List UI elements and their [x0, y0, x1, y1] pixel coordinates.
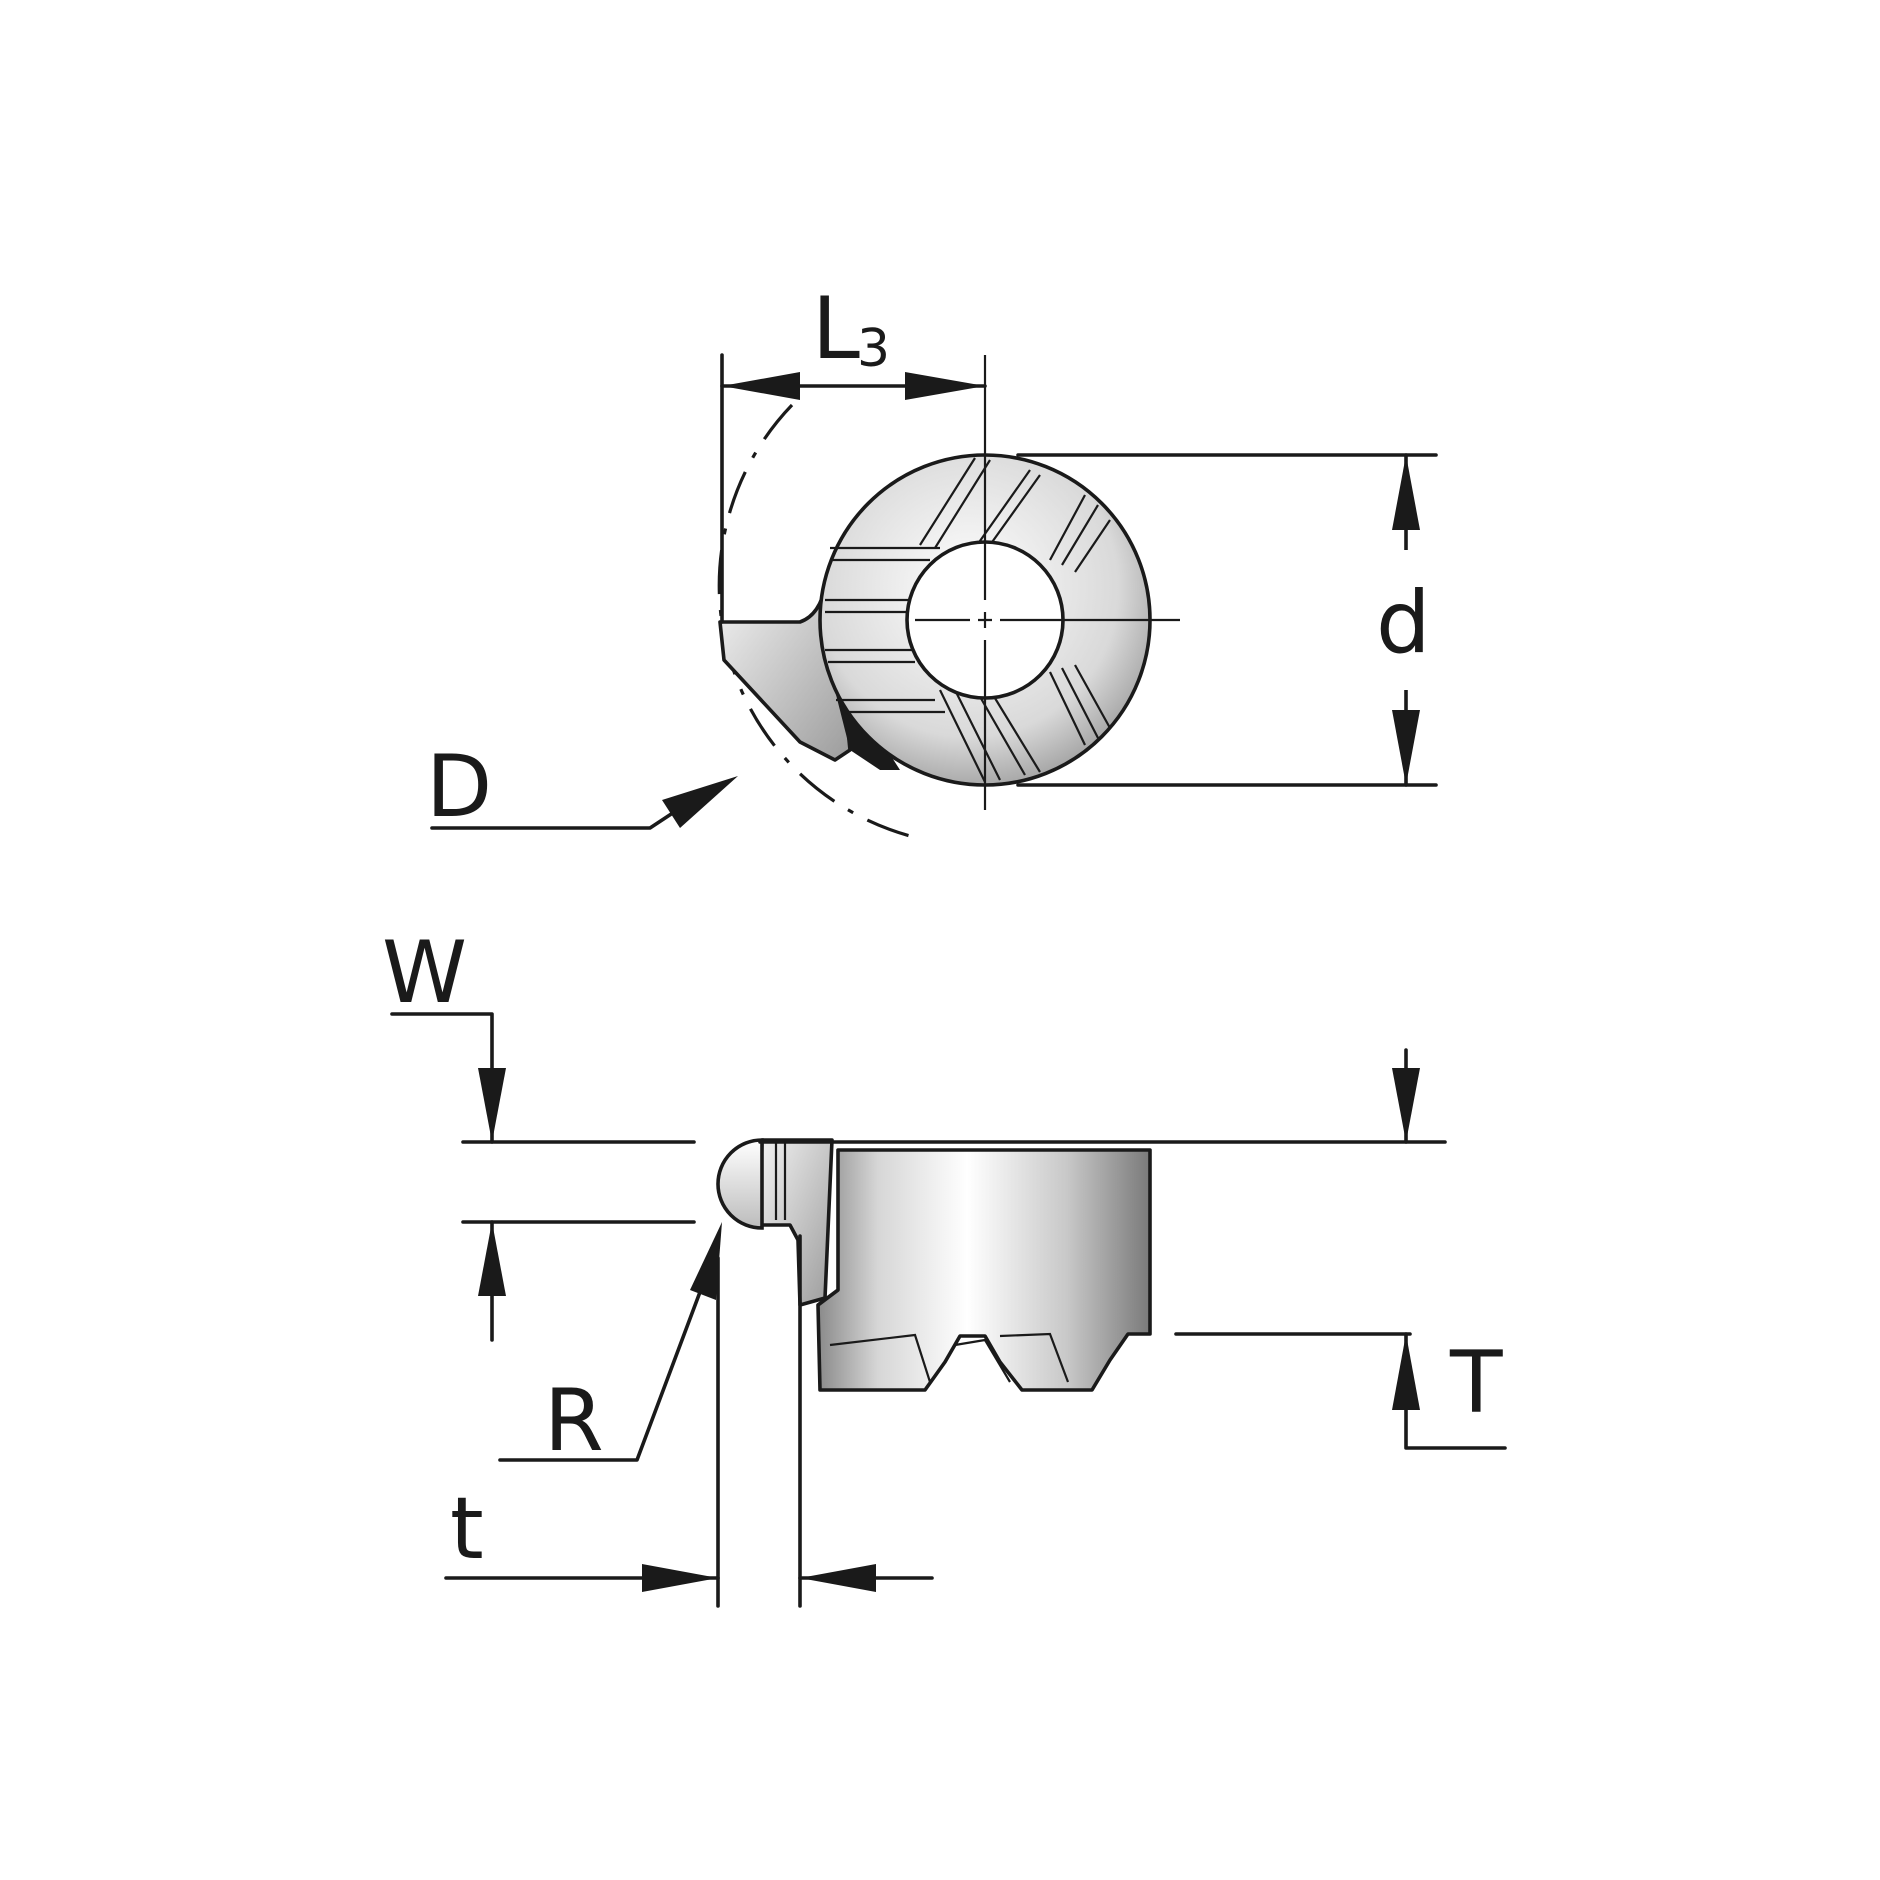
label-R: R	[544, 1371, 604, 1471]
dimension-top-right-arrow	[1392, 1048, 1420, 1144]
label-L3-subscript: 3	[857, 319, 890, 379]
dimension-L3: L 3	[720, 279, 987, 624]
insert-body	[816, 1148, 1152, 1392]
top-view: L 3 d D	[426, 279, 1440, 838]
label-W: W	[382, 923, 467, 1023]
center-lines	[915, 355, 1180, 810]
dimension-R: R	[498, 1222, 722, 1471]
dimension-T: T	[1174, 1332, 1507, 1450]
label-L3: L	[812, 279, 860, 379]
flute-lines	[825, 457, 1111, 783]
label-T: T	[1449, 1333, 1503, 1433]
dimension-d: d	[1016, 453, 1440, 787]
groove-details	[829, 1332, 1070, 1383]
dimension-W: W	[382, 923, 696, 1342]
label-t: t	[450, 1479, 484, 1579]
label-D: D	[426, 737, 492, 837]
side-view: W T R t	[382, 923, 1507, 1608]
ball-tip	[716, 1138, 764, 1230]
dimension-t: t	[444, 1234, 934, 1608]
insert-neck	[758, 1138, 834, 1307]
dimension-D: D	[426, 737, 738, 837]
neck-lines	[774, 1142, 787, 1220]
label-d: d	[1376, 573, 1431, 673]
